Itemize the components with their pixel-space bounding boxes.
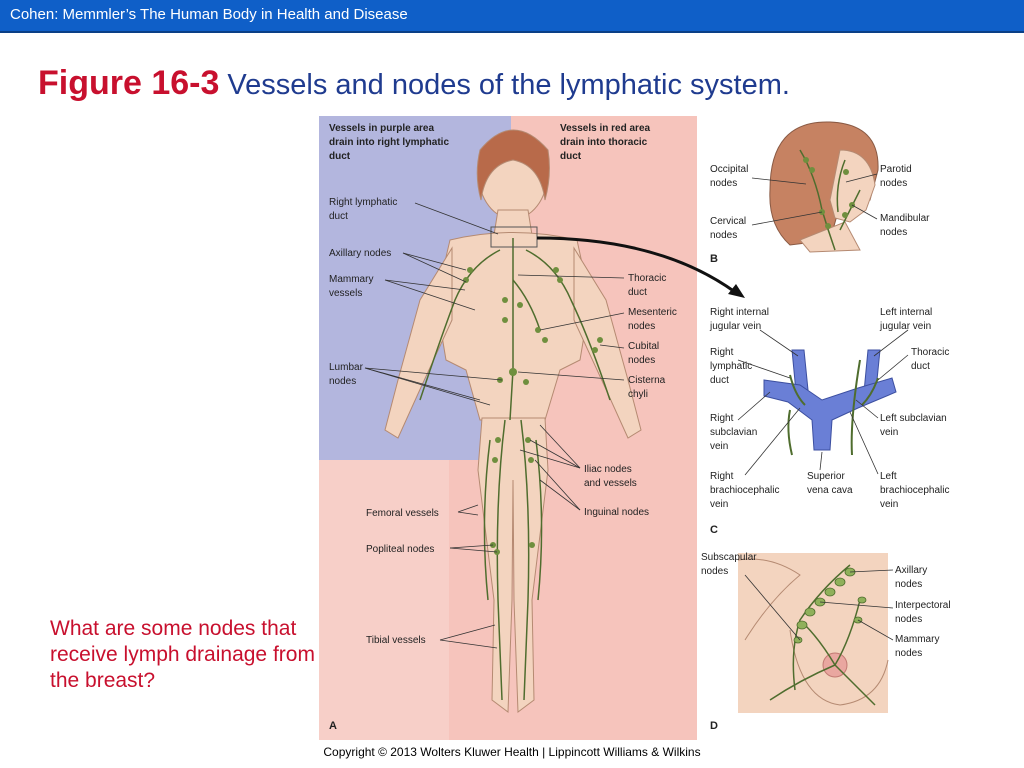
header-title: Cohen: Memmler’s The Human Body in Healt…: [10, 6, 408, 23]
label-axillary-nodes: Axillary nodes: [329, 248, 391, 259]
label-right-lymphatic-duct-c: Right lymphatic duct: [710, 347, 755, 386]
panel-a-leaders: [364, 202, 625, 649]
header-bar: Cohen: Memmler’s The Human Body in Healt…: [0, 0, 1024, 33]
label-cisterna-chyli: Cisterna chyli: [628, 375, 668, 400]
label-popliteal-nodes: Popliteal nodes: [366, 544, 434, 555]
pointer-arrowhead: [728, 284, 745, 298]
red-area-note: Vessels in red area drain into thoracic …: [560, 123, 653, 162]
figure-caption: Vessels and nodes of the lymphatic syste…: [227, 69, 790, 101]
panel-a-lower-left-bg: [319, 460, 449, 740]
purple-area-note: Vessels in purple area drain into right …: [329, 123, 452, 162]
label-thoracic-duct-c: Thoracic duct: [911, 347, 952, 372]
question-text: What are some nodes that receive lymph d…: [50, 617, 315, 692]
label-mesenteric-nodes: Mesenteric nodes: [628, 307, 680, 332]
lymph-vessels: [419, 238, 611, 701]
ducts: [787, 359, 879, 456]
label-right-brachiocephalic: Right brachiocephalic vein: [710, 471, 782, 510]
pointer-arrow: [536, 236, 736, 294]
copyright: Copyright © 2013 Wolters Kluwer Health |…: [323, 745, 701, 759]
label-left-subclavian: Left subclavian vein: [880, 413, 950, 438]
label-interpectoral-nodes: Interpectoral nodes: [895, 600, 953, 625]
breast-lymph: [769, 564, 876, 706]
veins: [763, 349, 897, 451]
panel-c: Right internal jugular vein Left interna…: [709, 307, 952, 536]
breast-contour: [789, 629, 889, 706]
label-inguinal-nodes: Inguinal nodes: [584, 507, 649, 518]
panel-c-leaders: [737, 329, 909, 476]
panel-d-leaders: [744, 569, 894, 641]
label-parotid-nodes: Parotid nodes: [880, 164, 914, 189]
label-mammary-nodes: Mammary nodes: [895, 634, 942, 659]
figure-number: Figure 16-3: [38, 64, 220, 102]
label-tibial-vessels: Tibial vessels: [366, 635, 426, 646]
label-cubital-nodes: Cubital nodes: [628, 341, 662, 366]
head-face: [829, 149, 876, 223]
label-right-internal-jugular: Right internal jugular vein: [709, 307, 772, 332]
label-femoral-vessels: Femoral vessels: [366, 508, 439, 519]
label-right-lymphatic-duct: Right lymphatic duct: [329, 197, 400, 222]
label-thoracic-duct: Thoracic duct: [628, 273, 669, 298]
label-mammary-vessels: Mammary vessels: [329, 274, 376, 299]
label-occipital-nodes: Occipital nodes: [710, 164, 751, 189]
label-left-brachiocephalic: Left brachiocephalic vein: [880, 471, 952, 510]
label-mandibular-nodes: Mandibular nodes: [880, 213, 932, 238]
label-cervical-nodes: Cervical nodes: [710, 216, 749, 241]
label-left-internal-jugular: Left internal jugular vein: [879, 307, 935, 332]
panel-b: Occipital nodes Cervical nodes Parotid n…: [710, 121, 932, 265]
panel-label-a: A: [329, 720, 337, 732]
label-superior-vena-cava: Superior vena cava: [807, 471, 853, 496]
label-lumbar-nodes: Lumbar nodes: [329, 362, 366, 387]
arm-contour: [737, 558, 801, 641]
panel-b-leaders: [751, 173, 878, 226]
panel-label-c: C: [710, 524, 718, 536]
panel-d: Subscapular nodes Axillary nodes Interpe…: [701, 552, 953, 732]
panel-a: Vessels in purple area drain into right …: [319, 116, 697, 740]
label-iliac-nodes: Iliac nodes and vessels: [584, 464, 637, 489]
label-right-subclavian: Right subclavian vein: [710, 413, 760, 452]
panel-label-d: D: [710, 720, 718, 732]
panel-label-b: B: [710, 253, 718, 265]
label-subscapular-nodes: Subscapular nodes: [701, 552, 759, 577]
breast-nodes: [793, 567, 867, 644]
label-axillary-nodes-d: Axillary nodes: [895, 565, 930, 590]
